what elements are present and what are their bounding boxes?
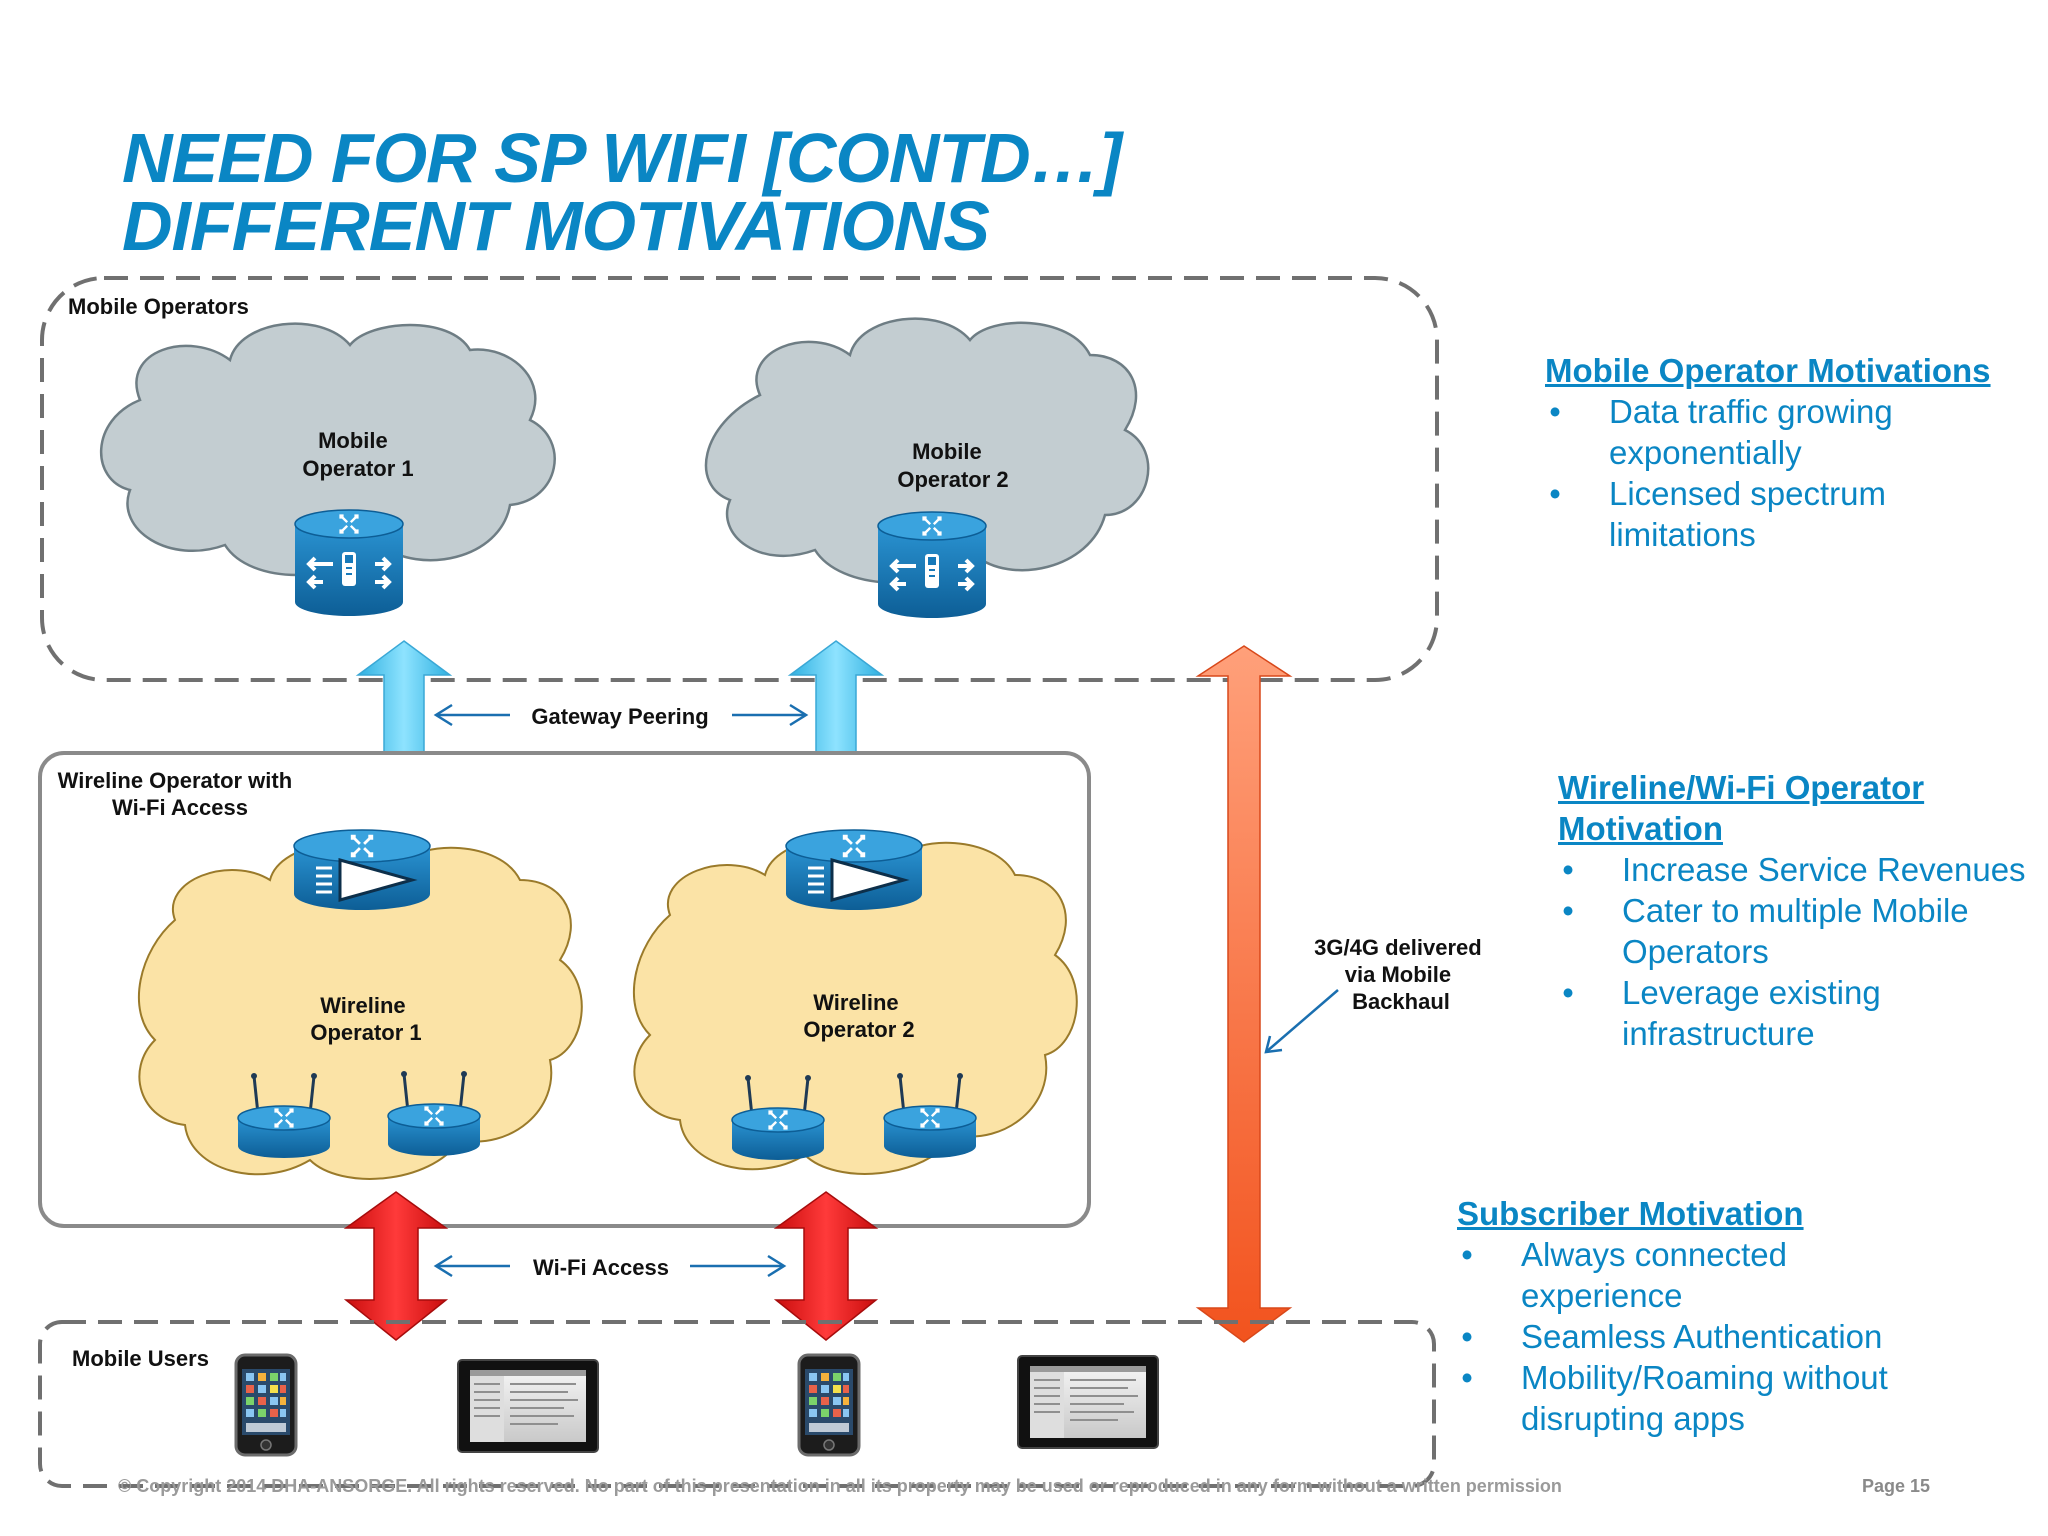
heading-line-1: Wireline/Wi-Fi Operator: [1558, 769, 1925, 806]
wireline-box-label: Wireline Operator with Wi-Fi Access: [58, 768, 299, 820]
gateway-peering-connector: [433, 703, 809, 727]
backhaul-label: 3G/4G delivered via Mobile Backhaul: [1314, 935, 1488, 1014]
page-number: Page 15: [1862, 1476, 1931, 1496]
title-line-2: DIFFERENT MOTIVATIONS: [122, 187, 990, 265]
mobile-operator-1-label-line-2: Operator 1: [302, 456, 413, 481]
subscriber-motivation: Subscriber Motivation • Always connected e…: [1457, 1193, 1957, 1439]
bullet-icon: •: [1562, 974, 1574, 1011]
list-item-text-line-1: Data traffic growing: [1609, 393, 1893, 430]
gateway-peering-label: Gateway Peering: [531, 704, 708, 729]
bullet-icon: •: [1461, 1359, 1473, 1396]
mobile-gateway-2-icon: [878, 512, 986, 618]
list-item-text-line-1: Cater to multiple Mobile: [1622, 892, 1969, 929]
backhaul-label-line-1: 3G/4G delivered: [1314, 935, 1482, 960]
wireline-operator-motivation-list: • Increase Service Revenues • Cater to mul…: [1558, 849, 2048, 1054]
mobile-operator-2-label-line-1: Mobile: [912, 439, 982, 464]
mobile-operator-2-cloud: [704, 317, 1150, 584]
title-line-1: NEED FOR SP WIFI [CONTD…]: [122, 119, 1122, 197]
bullet-icon: •: [1461, 1236, 1473, 1273]
backhaul-label-line-3: Backhaul: [1352, 989, 1450, 1014]
tablet-2-icon: [1017, 1355, 1159, 1449]
smartphone-2-icon: [797, 1353, 861, 1457]
wireline-operator-2-label-line-2: Operator 2: [803, 1017, 914, 1042]
subscriber-motivation-heading: Subscriber Motivation: [1457, 1195, 1804, 1232]
bullet-icon: •: [1549, 393, 1561, 430]
mobile-operator-1-label-line-1: Mobile: [318, 428, 388, 453]
wireline-operator-motivation: Wireline/Wi-Fi Operator Motivation • Incr…: [1558, 767, 2048, 1054]
list-item: • Licensed spectrum limitations: [1545, 473, 2025, 555]
mobile-operator-motivations: Mobile Operator Motivations • Data traffi…: [1545, 350, 2025, 555]
backhaul-label-line-2: via Mobile: [1345, 962, 1451, 987]
backhaul-arrow: [1195, 645, 1293, 1343]
list-item-text-line-1: Leverage existing: [1622, 974, 1881, 1011]
wireline-operator-1-label: Wireline Operator 1: [310, 993, 421, 1045]
list-item-text-line-1: Licensed spectrum: [1609, 475, 1886, 512]
smartphone-1-icon: [234, 1353, 298, 1457]
mobile-operator-1-label: Mobile Operator 1: [302, 428, 413, 481]
list-item-text-line-2: limitations: [1609, 516, 1756, 553]
mobile-operator-motivations-heading: Mobile Operator Motivations: [1545, 352, 1991, 389]
copyright-notice: © Copyright 2014 DHA-ANSORGE. All rights…: [118, 1476, 1562, 1496]
wireline-operator-1-label-line-2: Operator 1: [310, 1020, 421, 1045]
slide-title: NEED FOR SP WIFI [CONTD…] DIFFERENT MOTI…: [122, 119, 1122, 265]
wireline-router-1-icon: [294, 830, 430, 910]
mobile-operators-region: [40, 276, 1439, 682]
wireline-operator-2-label-line-1: Wireline: [813, 990, 898, 1015]
mobile-users-label: Mobile Users: [72, 1346, 209, 1371]
list-item: • Always connected experience: [1457, 1234, 1957, 1316]
heading-line-2: Motivation: [1558, 810, 1723, 847]
wireline-box-label-line-2: Wi-Fi Access: [112, 795, 248, 820]
list-item-text-line-1: Mobility/Roaming without: [1521, 1359, 1888, 1396]
wireline-operator-2-label: Wireline Operator 2: [803, 990, 914, 1042]
list-item-text-line-2: disrupting apps: [1521, 1400, 1745, 1437]
wifi-access-label: Wi-Fi Access: [533, 1255, 669, 1280]
mobile-operator-2-label: Mobile Operator 2: [897, 439, 1008, 492]
bullet-icon: •: [1461, 1318, 1473, 1355]
list-item: • Seamless Authentication: [1457, 1316, 1957, 1357]
wireline-router-2-icon: [786, 830, 922, 910]
mobile-gateway-1-icon: [295, 510, 403, 616]
mobile-operator-motivations-list: • Data traffic growing exponentially • Lice…: [1545, 391, 2025, 555]
mobile-operator-1-cloud: [99, 322, 556, 577]
tablet-1-icon: [457, 1359, 599, 1453]
list-item-text-line-2: exponentially: [1609, 434, 1802, 471]
list-item-text-line-1: Seamless Authentication: [1521, 1318, 1883, 1355]
wifi-access-arrow-2: [773, 1191, 879, 1341]
wireline-operator-motivation-heading: Wireline/Wi-Fi Operator Motivation: [1558, 767, 2048, 849]
wifi-access-connector: [433, 1254, 787, 1278]
wireline-operator-1-label-line-1: Wireline: [320, 993, 405, 1018]
mobile-operators-label: Mobile Operators: [68, 294, 249, 319]
list-item: • Increase Service Revenues: [1558, 849, 2048, 890]
wifi-access-arrow-1: [343, 1191, 449, 1341]
list-item-text-line-2: Operators: [1622, 933, 1769, 970]
bullet-icon: •: [1562, 892, 1574, 929]
list-item: • Leverage existing infrastructure: [1558, 972, 2048, 1054]
subscriber-motivation-list: • Always connected experience • Seamless Au…: [1457, 1234, 1957, 1439]
mobile-operator-2-label-line-2: Operator 2: [897, 467, 1008, 492]
list-item-text-line-1: Increase Service Revenues: [1622, 851, 2026, 888]
list-item: • Mobility/Roaming without disrupting apps: [1457, 1357, 1957, 1439]
bullet-icon: •: [1549, 475, 1561, 512]
wireline-box-label-line-1: Wireline Operator with: [58, 768, 293, 793]
mobile-users-region: [38, 1320, 1436, 1488]
list-item-text-line-1: Always connected: [1521, 1236, 1787, 1273]
list-item-text-line-2: experience: [1521, 1277, 1683, 1314]
list-item: • Data traffic growing exponentially: [1545, 391, 2025, 473]
list-item-text-line-2: infrastructure: [1622, 1015, 1815, 1052]
bullet-icon: •: [1562, 851, 1574, 888]
backhaul-callout-line: [1264, 989, 1339, 1054]
